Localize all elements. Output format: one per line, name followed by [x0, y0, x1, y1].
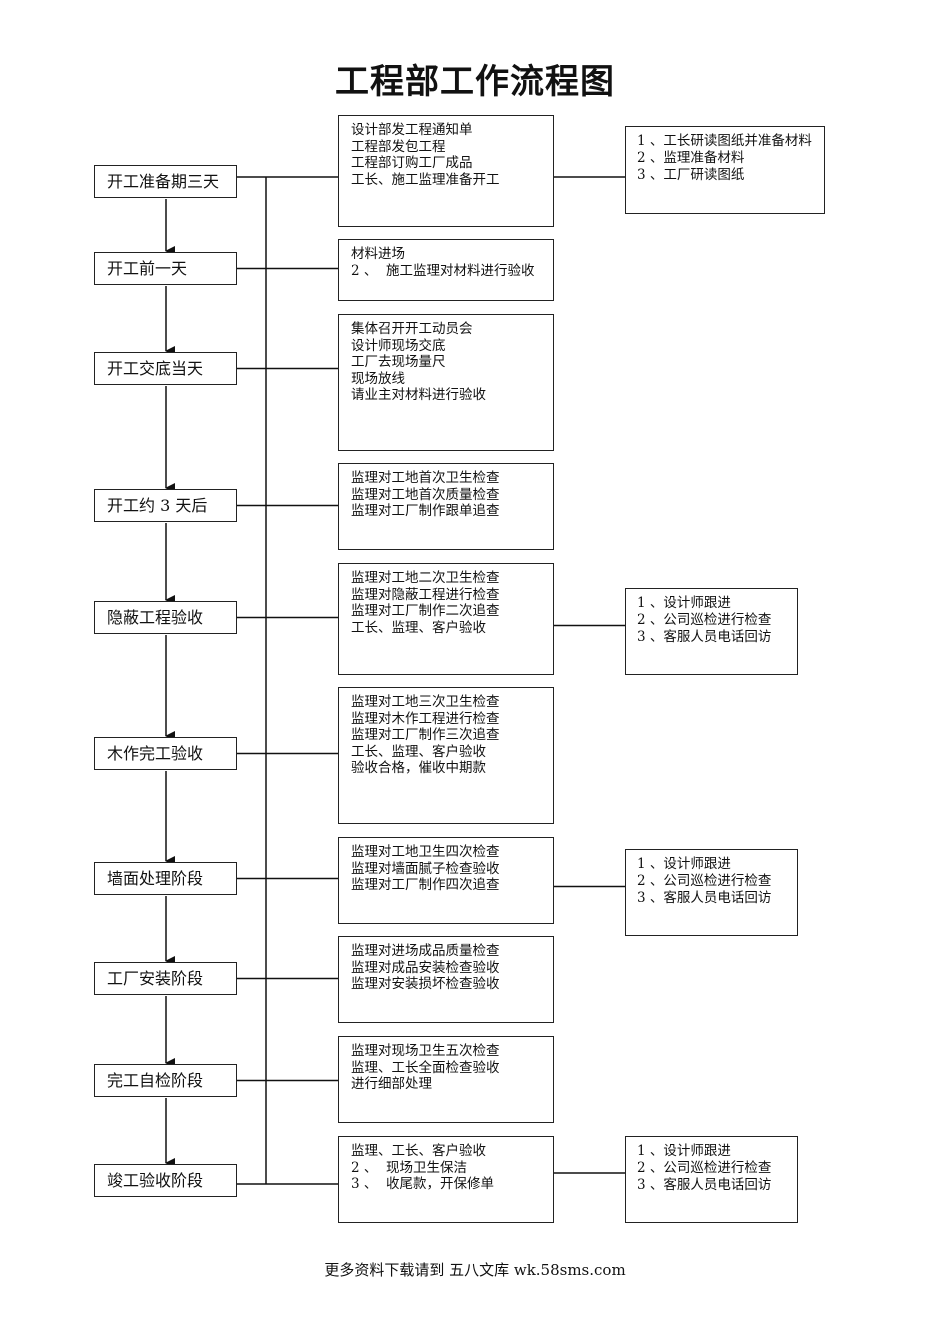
note-line: 3 、工厂研读图纸 — [637, 167, 745, 183]
note-line: 2 、公司巡检进行检查 — [637, 612, 772, 628]
note-line: 2 、公司巡检进行检查 — [637, 1160, 772, 1176]
stage-detail-box: 监理对工地卫生四次检查监理对墙面腻子检查验收监理对工厂制作四次追查 — [338, 837, 554, 924]
stage-detail-box: 监理对工地二次卫生检查监理对隐蔽工程进行检查监理对工厂制作二次追查工长、监理、客… — [338, 563, 554, 675]
detail-line: 请业主对材料进行验收 — [351, 387, 486, 403]
note-line: 3 、客服人员电话回访 — [637, 890, 772, 906]
detail-line: 现场放线 — [351, 370, 405, 387]
detail-line: 监理对工地三次卫生检查 — [351, 694, 500, 710]
stage-box: 开工准备期三天 — [94, 165, 237, 198]
detail-line: 材料进场 — [351, 246, 405, 262]
detail-line: 工长、施工监理准备开工 — [351, 171, 500, 188]
detail-line: 进行细部处理 — [351, 1076, 432, 1092]
detail-line: 监理对工厂制作二次追查 — [351, 603, 500, 619]
note-line: 1 、设计师跟进 — [637, 1143, 731, 1159]
stage-box: 墙面处理阶段 — [94, 862, 237, 895]
note-line: 3 、客服人员电话回访 — [637, 629, 772, 645]
stage-box: 开工交底当天 — [94, 352, 237, 385]
stage-box: 开工前一天 — [94, 252, 237, 285]
detail-line: 监理对安装损坏检查验收 — [351, 976, 500, 992]
stage-detail-box: 监理对工地首次卫生检查监理对工地首次质量检查监理对工厂制作跟单追查 — [338, 463, 554, 550]
detail-line: 监理对木作工程进行检查 — [351, 710, 500, 727]
stage-detail-box: 监理对工地三次卫生检查监理对木作工程进行检查监理对工厂制作三次追查工长、监理、客… — [338, 687, 554, 824]
stage-detail-box: 集体召开开工动员会设计师现场交底工厂去现场量尺现场放线请业主对材料进行验收 — [338, 314, 554, 451]
detail-line: 监理对工厂制作四次追查 — [351, 877, 500, 893]
stage-box: 开工约 3 天后 — [94, 489, 237, 522]
stage-detail-box: 设计部发工程通知单工程部发包工程工程部订购工厂成品工长、施工监理准备开工 — [338, 115, 554, 227]
detail-line: 监理对现场卫生五次检查 — [351, 1043, 500, 1059]
detail-line: 监理对工地卫生四次检查 — [351, 844, 500, 860]
stage-box: 木作完工验收 — [94, 737, 237, 770]
note-line: 3 、客服人员电话回访 — [637, 1177, 772, 1193]
detail-line: 监理对隐蔽工程进行检查 — [351, 586, 500, 603]
stage-box: 隐蔽工程验收 — [94, 601, 237, 634]
detail-line: 监理对工厂制作三次追查 — [351, 727, 500, 743]
detail-line: 2 、 现场卫生保洁 — [351, 1159, 467, 1176]
note-line: 1 、设计师跟进 — [637, 856, 731, 872]
detail-line: 工程部订购工厂成品 — [351, 155, 473, 171]
page-title: 工程部工作流程图 — [335, 62, 615, 102]
stage-box: 竣工验收阶段 — [94, 1164, 237, 1197]
detail-line: 监理对工地首次卫生检查 — [351, 470, 500, 486]
detail-line: 监理对进场成品质量检查 — [351, 943, 500, 959]
note-line: 1 、设计师跟进 — [637, 595, 731, 611]
note-line: 1 、工长研读图纸并准备材料 — [637, 133, 812, 149]
detail-line: 设计师现场交底 — [351, 337, 446, 354]
stage-detail-box: 监理对进场成品质量检查监理对成品安装检查验收监理对安装损坏检查验收 — [338, 936, 554, 1023]
detail-line: 设计部发工程通知单 — [351, 122, 473, 138]
stage-box: 完工自检阶段 — [94, 1064, 237, 1097]
detail-line: 监理对成品安装检查验收 — [351, 959, 500, 976]
detail-line: 工长、监理、客户验收 — [351, 619, 486, 636]
detail-line: 工程部发包工程 — [351, 138, 446, 155]
detail-line: 监理对墙面腻子检查验收 — [351, 860, 500, 877]
detail-line: 工厂去现场量尺 — [351, 354, 446, 370]
detail-line: 3 、 收尾款，开保修单 — [351, 1176, 494, 1192]
detail-line: 监理对工地二次卫生检查 — [351, 570, 500, 586]
stage-box: 工厂安装阶段 — [94, 962, 237, 995]
detail-line: 监理、工长、客户验收 — [351, 1143, 486, 1159]
footer-download-note: 更多资料下载请到 五八文库 wk.58sms.com — [324, 1261, 626, 1279]
detail-line: 集体召开开工动员会 — [351, 321, 473, 337]
detail-line: 监理、工长全面检查验收 — [351, 1059, 500, 1076]
detail-line: 监理对工厂制作跟单追查 — [351, 503, 500, 519]
detail-line: 验收合格，催收中期款 — [351, 760, 486, 776]
detail-line: 2 、 施工监理对材料进行验收 — [351, 262, 535, 279]
note-line: 2 、公司巡检进行检查 — [637, 873, 772, 889]
note-line: 2 、监理准备材料 — [637, 150, 745, 166]
detail-line: 监理对工地首次质量检查 — [351, 486, 500, 503]
stage-detail-box: 监理对现场卫生五次检查监理、工长全面检查验收进行细部处理 — [338, 1036, 554, 1123]
detail-line: 工长、监理、客户验收 — [351, 743, 486, 760]
